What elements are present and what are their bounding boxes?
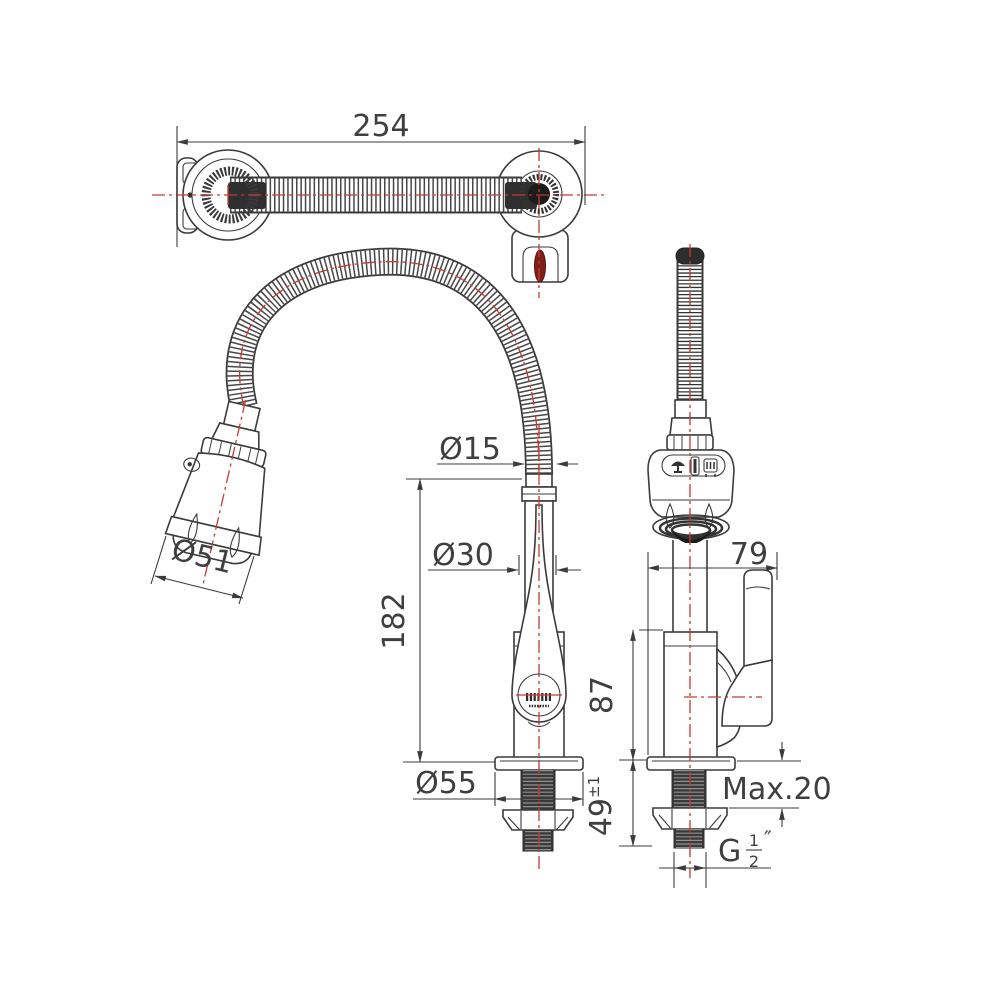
spray-head-side [164, 400, 267, 588]
mode-divider [690, 456, 700, 476]
head-band [164, 515, 263, 557]
dim-label-body-height: 87 [585, 676, 620, 714]
dim-label-max-counter: Max.20 [722, 772, 832, 807]
front-handle-teardrop [511, 504, 567, 723]
dim-label-depth: 79 [730, 537, 768, 572]
thread-numerator: 1 [749, 831, 759, 850]
hose-socket-left [228, 182, 266, 209]
shower-mode-icon [671, 461, 685, 473]
hose-bore [528, 183, 550, 205]
head-flare-side [669, 417, 713, 436]
dim-254: 254 [176, 109, 586, 247]
arc-corrugation [227, 249, 552, 476]
dim-height-182: 182 [377, 478, 522, 763]
dim-depth-79: 79 [647, 537, 778, 755]
dim-base-diameter: Ø55 [413, 766, 584, 806]
handle-end-inner [522, 246, 559, 282]
dim-label-base-dia: Ø55 [415, 766, 477, 801]
top-view: 254 [152, 109, 604, 298]
head-bump-left [187, 512, 198, 545]
side-bump-left [665, 502, 675, 529]
handle-lever-line [745, 586, 771, 590]
front-view [494, 424, 584, 872]
mode-panel [661, 454, 726, 477]
handle-lever-end [534, 249, 546, 283]
mounting-nut-front [502, 809, 574, 831]
dim-shank-length: 49±1 [584, 759, 652, 847]
handle-elbow [721, 659, 773, 727]
shank-tail-front [522, 830, 554, 852]
dim-label-254: 254 [352, 109, 409, 144]
dim-hose-diameter: Ø15 [437, 432, 578, 467]
head-bump-right [229, 526, 240, 558]
flexible-hose-arc [225, 247, 553, 476]
dim-thread: G 1 2 ″ [659, 827, 772, 888]
shank-tail-side [673, 828, 705, 849]
cap-pivot-dot [187, 192, 193, 198]
handle-tab [527, 721, 551, 728]
stream-mode-icon [703, 458, 718, 477]
dim-label-thread-g: G [718, 834, 741, 869]
base-plate-side [646, 756, 736, 771]
handle-lever [743, 569, 773, 667]
dim-body-diameter: Ø30 [428, 538, 581, 575]
head-axis-centerline [201, 400, 247, 588]
thread-unit: ″ [764, 827, 772, 851]
dim-max-counter: Max.20 [722, 742, 832, 827]
head-body [172, 452, 266, 538]
dim-label-shank: 49±1 [584, 776, 619, 836]
thread-denominator: 2 [749, 852, 759, 871]
shank-thread-front [520, 769, 556, 811]
head-button-dot [187, 462, 192, 467]
side-view [646, 244, 773, 878]
dim-body-height-87: 87 [585, 629, 663, 761]
head-button [183, 457, 201, 472]
aerator-face [652, 514, 730, 544]
dim-label-body-dia: Ø30 [432, 538, 494, 573]
collar-ribs [207, 439, 260, 466]
dim-label-hose-dia: Ø15 [439, 432, 501, 467]
dim-label-height: 182 [377, 592, 412, 649]
